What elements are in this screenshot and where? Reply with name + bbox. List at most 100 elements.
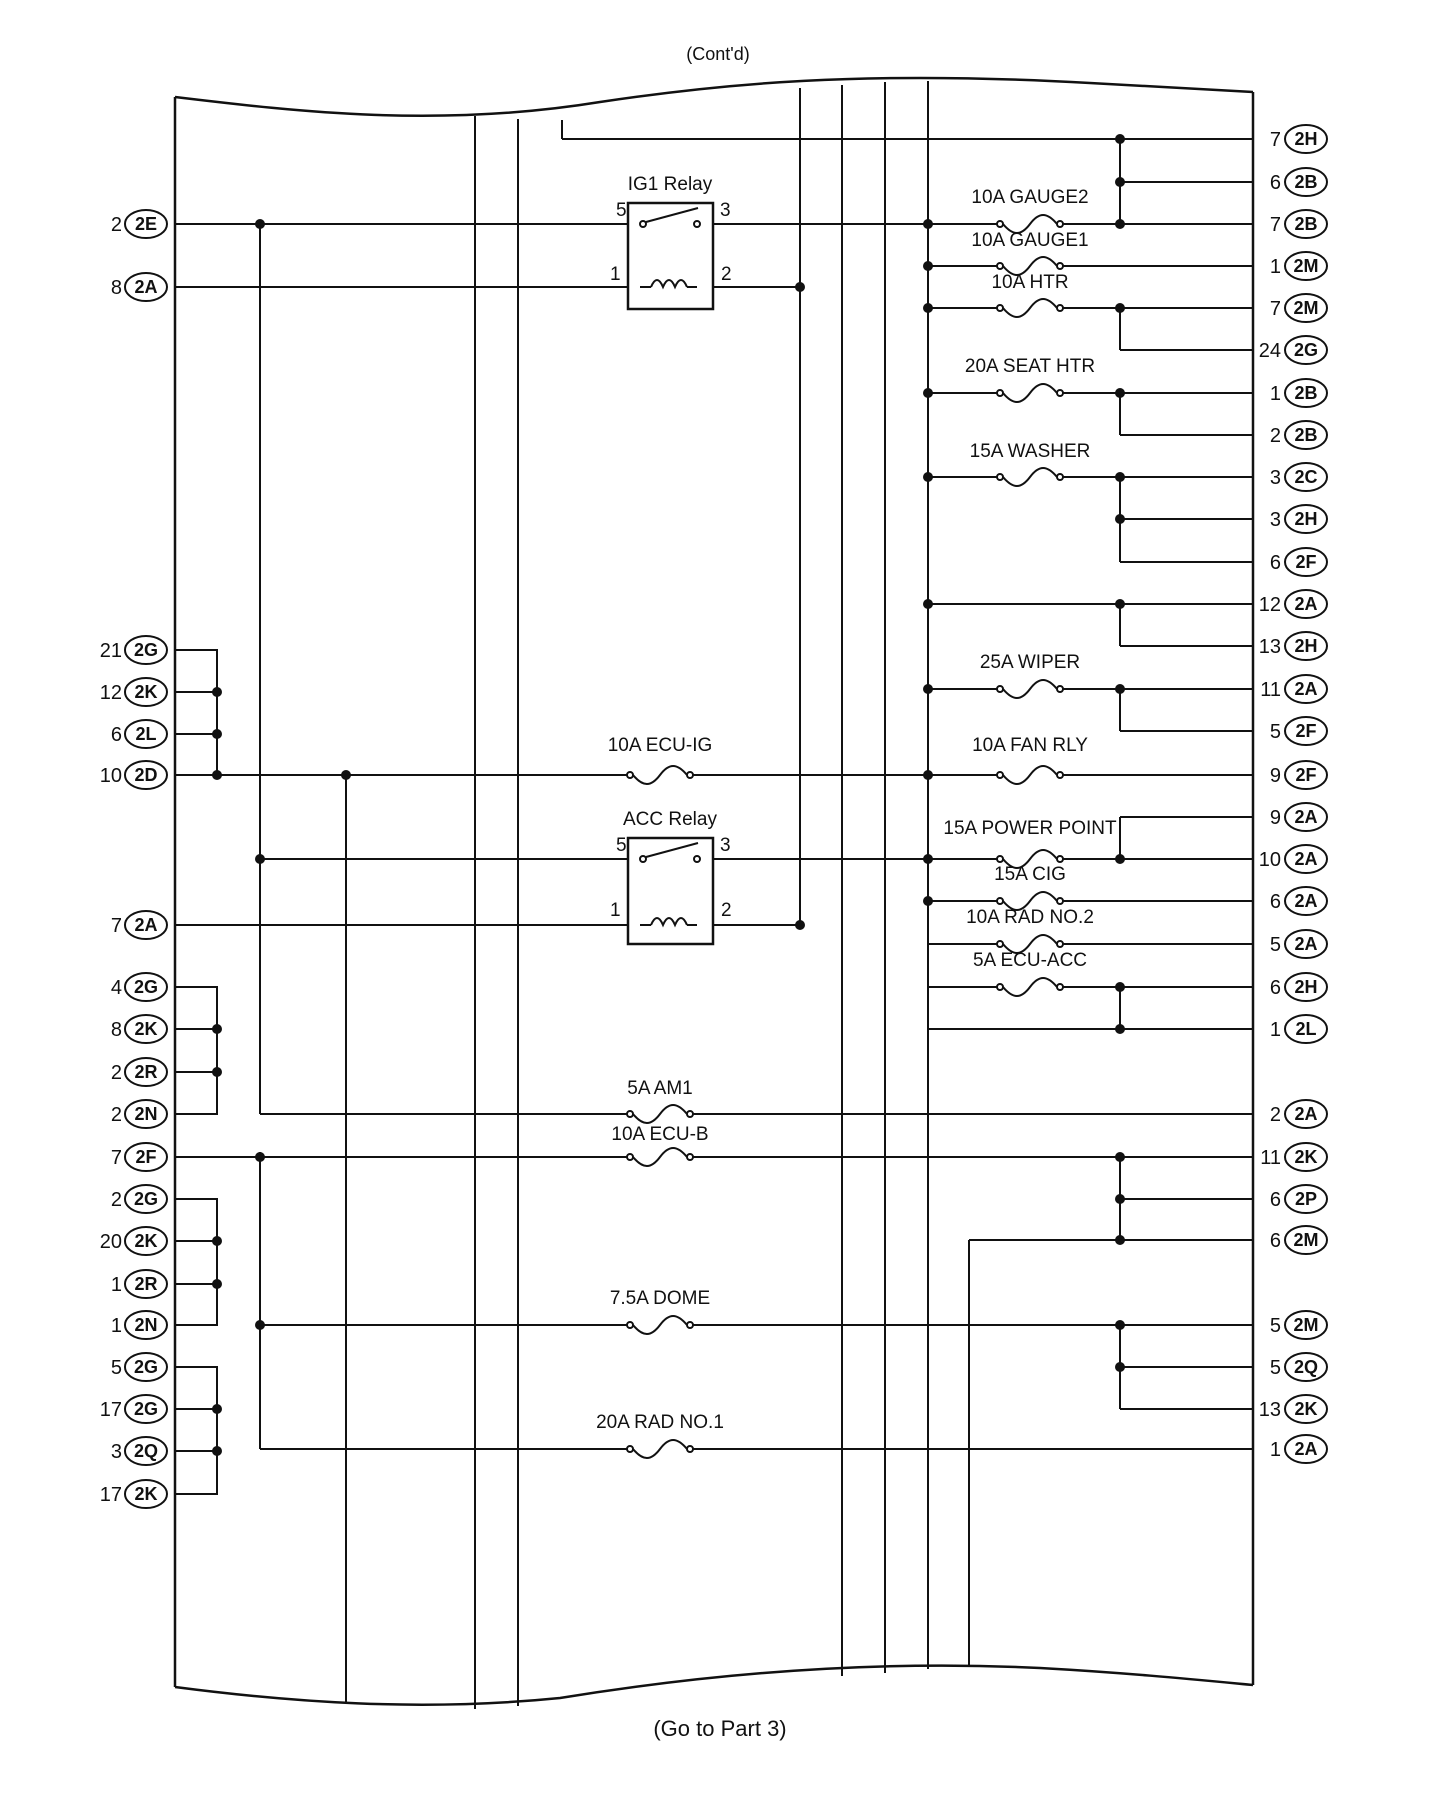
connector-code: 2A (1294, 1439, 1317, 1459)
fuse-symbols (626, 214, 1064, 1459)
fuse-label: 20A SEAT HTR (965, 356, 1095, 377)
right-connector-4: 7 2M (1270, 293, 1328, 323)
vertical-wires (259, 81, 970, 1709)
connector-pin: 8 (111, 277, 122, 299)
connector-oval (124, 972, 168, 1002)
connector-code: 2H (1294, 129, 1317, 149)
connector-code: 2A (1294, 849, 1317, 869)
acc-relay-label: ACC Relay (623, 809, 717, 830)
connector-oval (124, 1142, 168, 1172)
connector-oval (124, 1310, 168, 1340)
connector-oval (1284, 1394, 1328, 1424)
fuse-label: 10A FAN RLY (972, 735, 1088, 756)
ig1-pin-1: 1 (610, 264, 621, 285)
fuse-label: 15A WASHER (970, 441, 1091, 462)
connector-code: 2M (1293, 298, 1318, 318)
connector-pin: 17 (100, 1399, 122, 1421)
acc-pin-5: 5 (616, 835, 627, 856)
connector-pin: 2 (111, 1104, 122, 1126)
connector-oval (1284, 251, 1328, 281)
connector-pin: 21 (100, 640, 122, 662)
connector-pin: 2 (1270, 1104, 1281, 1126)
connector-code: 2A (1294, 1104, 1317, 1124)
connector-oval (1284, 1225, 1328, 1255)
fuse-label: 5A AM1 (627, 1078, 693, 1099)
connector-code: 2Q (1294, 1357, 1318, 1377)
connector-code: 2B (1294, 214, 1317, 234)
connector-pin: 5 (1270, 934, 1281, 956)
connector-oval (1284, 972, 1328, 1002)
connector-oval (124, 760, 168, 790)
fuse-symbol (996, 934, 1064, 954)
connector-pin: 5 (1270, 1315, 1281, 1337)
connector-code: 2F (1295, 721, 1316, 741)
connector-pin: 6 (111, 724, 122, 746)
connector-pin: 6 (1270, 891, 1281, 913)
connector-oval (1284, 378, 1328, 408)
connector-oval (1284, 1352, 1328, 1382)
connector-code: 2F (135, 1147, 156, 1167)
connector-pin: 7 (1270, 298, 1281, 320)
fuse-symbol (996, 891, 1064, 911)
connector-oval (1284, 335, 1328, 365)
connector-code: 2L (135, 724, 156, 744)
connector-pin: 3 (1270, 509, 1281, 531)
fuse-label: 10A GAUGE1 (971, 230, 1088, 251)
fuse-label: 20A RAD NO.1 (596, 1412, 724, 1433)
connector-pin: 6 (1270, 552, 1281, 574)
connector-code: 2B (1294, 383, 1317, 403)
fuse-symbol (626, 1147, 694, 1167)
connector-code: 2H (1294, 636, 1317, 656)
connector-pin: 20 (100, 1231, 122, 1253)
acc-pin-3: 3 (720, 835, 731, 856)
connector-code: 2F (1295, 765, 1316, 785)
connector-code: 2G (134, 977, 158, 997)
connector-pin: 5 (111, 1357, 122, 1379)
connector-pin: 1 (1270, 1439, 1281, 1461)
connector-code: 2F (1295, 552, 1316, 572)
bottom-note: (Go to Part 3) (653, 1716, 786, 1741)
ig1-pin-3: 3 (720, 200, 731, 221)
connector-code: 2A (1294, 594, 1317, 614)
right-connector-29: 1 2A (1270, 1434, 1328, 1464)
connector-oval (124, 1057, 168, 1087)
connector-code: 2R (134, 1062, 157, 1082)
connector-oval (1284, 462, 1328, 492)
connector-code: 2B (1294, 425, 1317, 445)
fuse-label: 7.5A DOME (610, 1288, 710, 1309)
connector-code: 2N (134, 1315, 157, 1335)
connector-code: 2M (1293, 1315, 1318, 1335)
fuse-label: 15A CIG (994, 864, 1066, 885)
left-bridges (175, 649, 218, 1495)
connector-code: 2A (134, 277, 157, 297)
connector-oval (1284, 631, 1328, 661)
fuse-symbol (996, 467, 1064, 487)
connector-code: 2B (1294, 172, 1317, 192)
connector-oval (1284, 167, 1328, 197)
connector-oval (1284, 504, 1328, 534)
connector-pin: 1 (1270, 1019, 1281, 1041)
connector-oval (124, 1352, 168, 1382)
fuse-symbol (996, 383, 1064, 403)
connector-code: 2R (134, 1274, 157, 1294)
